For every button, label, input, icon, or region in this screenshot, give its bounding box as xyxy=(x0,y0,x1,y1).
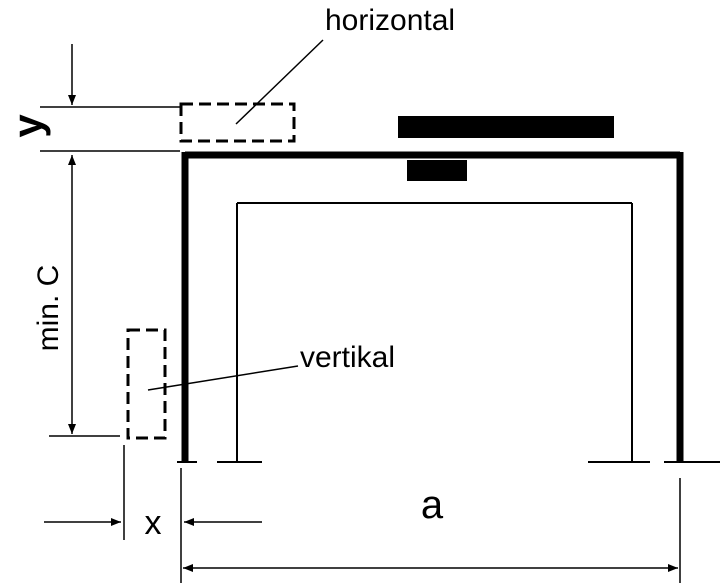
vertikal-box xyxy=(126,328,167,440)
a-dimension xyxy=(183,478,681,583)
vertikal-leader xyxy=(147,365,299,391)
label-x: x xyxy=(145,504,162,542)
x-dimension xyxy=(44,445,262,583)
label-vertikal: vertikal xyxy=(300,341,395,374)
c-dimension xyxy=(49,155,120,437)
label-horizontal: horizontal xyxy=(325,4,455,37)
label-min-c: min. C xyxy=(32,265,65,352)
mount-block xyxy=(407,160,467,181)
label-a: a xyxy=(421,483,444,527)
inner-frame xyxy=(236,202,633,462)
y-dimension xyxy=(40,44,180,152)
label-y: y xyxy=(4,114,51,138)
horizontal-box xyxy=(179,102,296,143)
top-plate xyxy=(398,116,614,138)
outer-frame xyxy=(181,151,684,462)
horizontal-leader xyxy=(235,39,324,125)
